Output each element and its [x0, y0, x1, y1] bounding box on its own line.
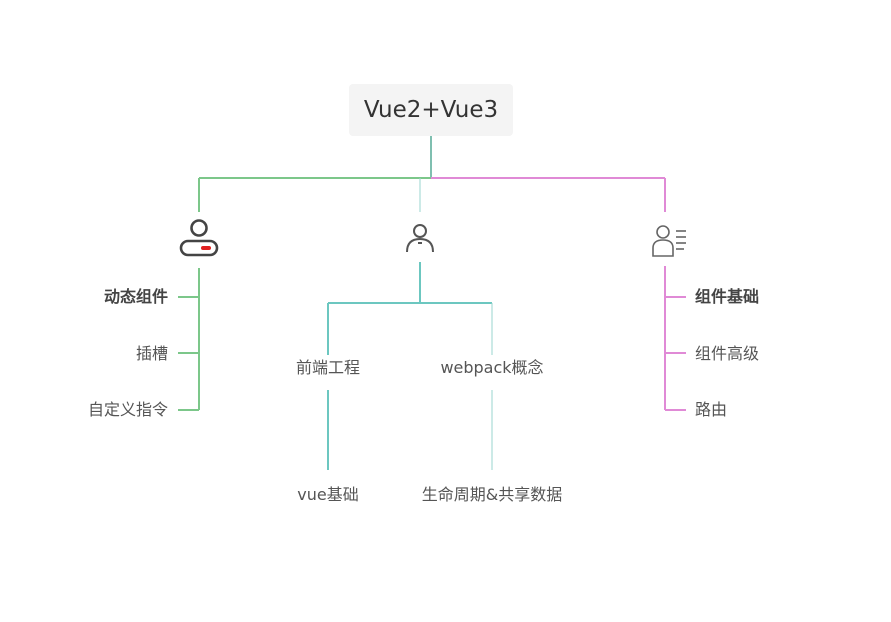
- middle-col1-bottom[interactable]: vue基础: [268, 485, 388, 505]
- user-toggle-icon[interactable]: [179, 218, 219, 258]
- user-list-icon[interactable]: [650, 222, 688, 260]
- root-node[interactable]: Vue2+Vue3: [349, 84, 513, 136]
- user-icon[interactable]: [404, 222, 436, 254]
- left-item-2[interactable]: 插槽: [135, 344, 168, 364]
- right-item-1[interactable]: 组件基础: [695, 287, 760, 307]
- left-item-1[interactable]: 动态组件: [103, 287, 168, 307]
- right-item-2[interactable]: 组件高级: [695, 344, 760, 364]
- left-item-3[interactable]: 自定义指令: [87, 400, 168, 420]
- middle-col1-top[interactable]: 前端工程: [268, 358, 388, 378]
- right-item-3[interactable]: 路由: [695, 400, 728, 420]
- middle-col2-bottom[interactable]: 生命周期&共享数据: [402, 485, 582, 505]
- middle-col2-top[interactable]: webpack概念: [417, 358, 567, 378]
- root-label: Vue2+Vue3: [363, 97, 499, 123]
